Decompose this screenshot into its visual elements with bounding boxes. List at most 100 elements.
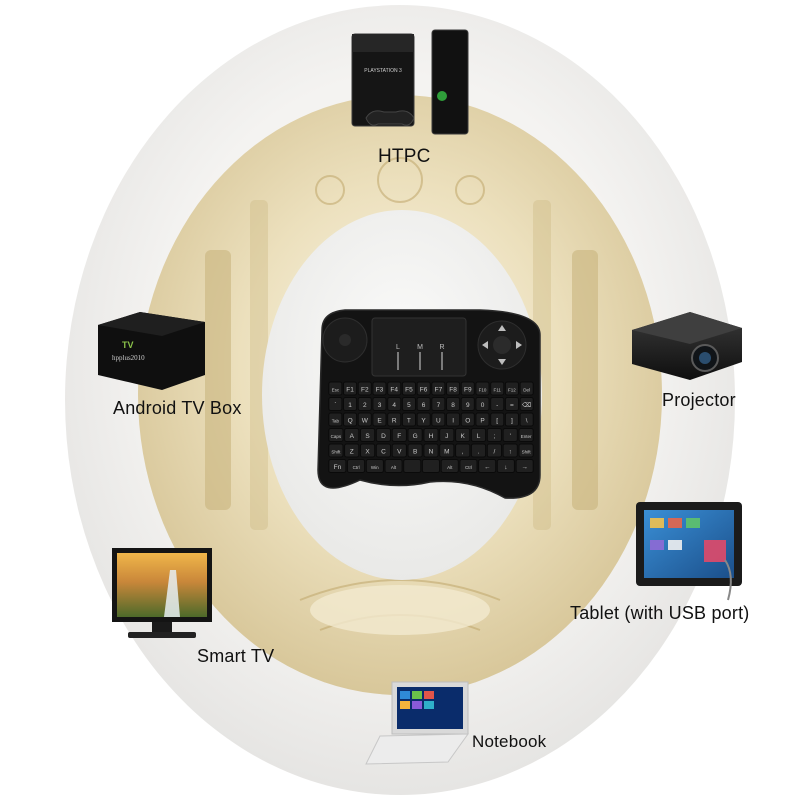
keyboard-key [470,428,487,442]
keyboard-key-label: \ [526,418,528,425]
keyboard-key [478,459,497,473]
keyboard-key [328,397,343,411]
keyboard-key-label: 7 [437,402,441,409]
smart-tv-device [112,548,212,638]
keyboard-key [502,428,518,442]
tv-box-brand-logo: TV [122,340,134,350]
keyboard-key-label: F6 [420,387,428,394]
keyboard-key-label: E [377,418,382,425]
touchpad-button-label: L [396,344,400,351]
keyboard-key-label: ` [334,402,336,409]
keyboard-key [518,428,534,442]
keyboard-key [365,459,384,473]
keyboard-key [401,381,416,396]
keyboard-key-label: Caps [331,434,342,439]
notebook-device [365,681,469,765]
keyboard-key [328,428,344,442]
console-brand-text: PLAYSTATION 3 [364,68,402,74]
keyboard-key-label: ← [484,464,491,471]
palace-pillars [205,200,598,530]
keyboard-key [431,381,446,396]
keyboard-key [455,443,471,458]
keyboard-key [519,397,534,411]
keyboard-key [387,412,402,427]
keyboard-key-label: ↑ [509,449,512,456]
keyboard-key-label: F9 [464,387,472,394]
keyboard-key-label: 8 [451,402,455,409]
keyboard-key [455,428,471,442]
keyboard-key-label: A [350,433,355,440]
keyboard-key-label: F [397,433,401,440]
keyboard-key [416,381,431,396]
keyboard-key-label: Ctrl [465,465,472,470]
keyboard-key-label: M [444,449,449,456]
keyboard-key [519,412,534,427]
keyboard-key [372,412,387,427]
keyboard-key-label: Del [523,388,530,393]
keyboard-key [470,443,487,458]
keyboard-key [519,381,534,396]
keyboard-key [486,428,502,442]
keyboard-key [328,443,344,458]
keyboard-key-label: C [381,449,386,456]
keyboard-key-label: [ [496,418,498,425]
keyboard-key [387,381,402,396]
keyboard-key [423,443,439,458]
keyboard-key [357,412,372,427]
keyboard-key [347,459,366,473]
keyboard-key [486,443,502,458]
android-tv-box: TV hpplus2010 [98,312,205,390]
keyboard-key-label: F12 [508,388,516,393]
keyboard-key [344,443,360,458]
keyboard-key-label: ⌫ [522,401,532,409]
keyboard-key [416,412,431,427]
keyboard-key-label: 1 [348,402,352,409]
keyboard-key [403,459,422,473]
usb-cable [724,559,732,601]
projector-label: Projector [662,390,736,410]
keyboard-key-label: R [392,418,397,425]
keyboard-key-label: O [465,418,470,425]
keyboard-key-label: J [445,433,448,440]
keyboard-key [387,397,402,411]
keyboard-key-label: G [413,433,418,440]
keyboard-key [431,397,446,411]
dpad-arrows [482,325,522,365]
keyboard-key-label: Shift [331,450,341,455]
keyboard-key-label: 4 [392,402,396,409]
tv-box-brand-sub: hpplus2010 [112,354,145,362]
keyboard-key [496,459,515,473]
keyboard-key [375,443,391,458]
keyboard-key [446,397,461,411]
keyboard-key-label: B [413,449,417,456]
keyboard-key [504,397,519,411]
left-pad-center [339,334,351,346]
keyboard-key [416,397,431,411]
keyboard-key [375,428,391,442]
tv-stand [128,632,196,638]
keyboard-key [459,459,478,473]
keyboard-key-label: F2 [361,387,369,394]
keyboard-key [360,443,376,458]
keyboard-key-label: F3 [376,387,384,394]
keyboard-key [391,428,407,442]
keyboard-key-label: Alt [391,465,397,470]
keyboard-key-label: 6 [422,402,426,409]
keyboard-key-label: Z [350,449,354,456]
keyboard-key [357,397,372,411]
keyboard-key-label: F1 [346,387,354,394]
keyboard-key [475,381,490,396]
keyboard-key [328,459,347,473]
keyboard-key-label: V [397,449,402,456]
keyboard-key-label: F10 [479,388,487,393]
game-controller-icon [365,110,415,126]
keyboard-key [372,397,387,411]
keyboard-key-label: . [478,449,480,456]
keyboard-key [460,381,475,396]
tablet-label: Tablet (with USB port) [570,603,750,623]
keyboard-key-label: N [429,449,434,456]
keyboard-key [391,443,407,458]
projector-device [632,312,742,380]
